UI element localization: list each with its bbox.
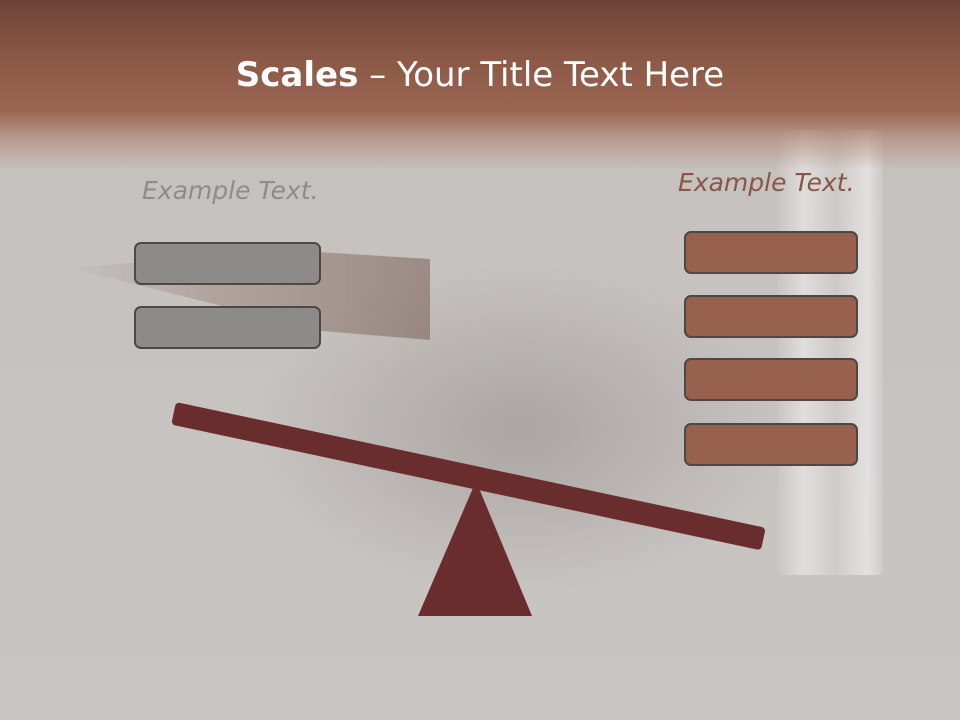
background-glass-reflection [778, 130, 883, 575]
title-bold: Scales [235, 55, 359, 95]
left-text-box-1[interactable] [134, 242, 321, 285]
left-text-box-2[interactable] [134, 306, 321, 349]
right-example-text[interactable]: Example Text. [678, 168, 855, 197]
title-banner [0, 0, 960, 170]
right-text-box-3[interactable] [684, 358, 858, 401]
left-example-text[interactable]: Example Text. [142, 176, 319, 205]
right-text-box-1[interactable] [684, 231, 858, 274]
right-text-box-4[interactable] [684, 423, 858, 466]
scale-fulcrum-triangle [418, 481, 532, 616]
title-rest: – Your Title Text Here [358, 55, 725, 95]
slide-title[interactable]: Scales – Your Title Text Here [0, 52, 960, 98]
right-text-box-2[interactable] [684, 295, 858, 338]
